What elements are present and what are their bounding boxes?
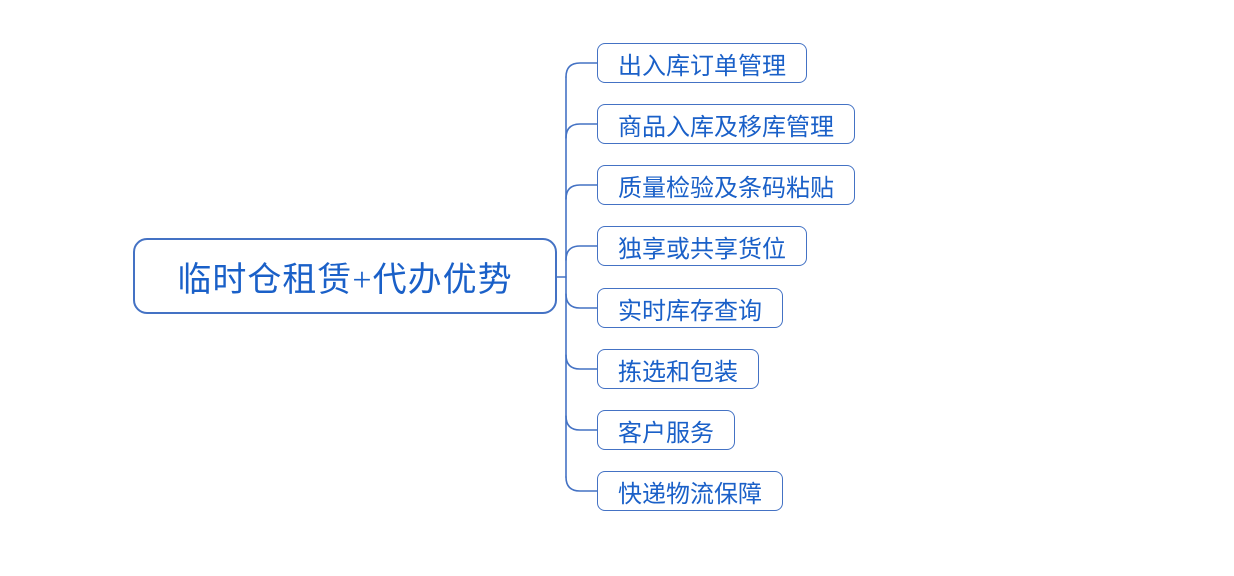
node-label: 拣选和包装 [618, 359, 738, 386]
mindmap-node-outbound-inbound-order[interactable]: 出入库订单管理 [597, 43, 807, 83]
mindmap-node-exclusive-shared-slot[interactable]: 独享或共享货位 [597, 226, 807, 266]
node-label: 出入库订单管理 [618, 53, 786, 80]
branch-line-7 [565, 415, 598, 431]
node-label: 质量检验及条码粘贴 [618, 175, 834, 202]
mindmap-node-quality-inspection-barcode[interactable]: 质量检验及条码粘贴 [597, 165, 855, 205]
branch-line-5 [565, 293, 598, 309]
mindmap-root-node[interactable]: 临时仓租赁+代办优势 [133, 238, 557, 314]
mindmap-node-picking-packing[interactable]: 拣选和包装 [597, 349, 759, 389]
node-label: 实时库存查询 [618, 298, 762, 325]
mindmap-node-express-logistics-guarantee[interactable]: 快递物流保障 [597, 471, 783, 511]
branch-line-3 [565, 184, 598, 200]
mindmap-node-goods-inbound-relocation[interactable]: 商品入库及移库管理 [597, 104, 855, 144]
node-label: 快递物流保障 [618, 481, 762, 508]
root-node-label: 临时仓租赁+代办优势 [177, 261, 513, 299]
branch-line-2 [565, 123, 598, 139]
node-label: 客户服务 [618, 420, 714, 447]
branch-line-8 [565, 476, 598, 492]
branch-line-1 [565, 62, 598, 78]
branch-line-4 [565, 245, 598, 261]
node-label: 独享或共享货位 [618, 236, 786, 263]
node-label: 商品入库及移库管理 [618, 114, 834, 141]
mindmap-node-customer-service[interactable]: 客户服务 [597, 410, 735, 450]
mindmap-node-realtime-inventory-query[interactable]: 实时库存查询 [597, 288, 783, 328]
branch-line-6 [565, 354, 598, 370]
